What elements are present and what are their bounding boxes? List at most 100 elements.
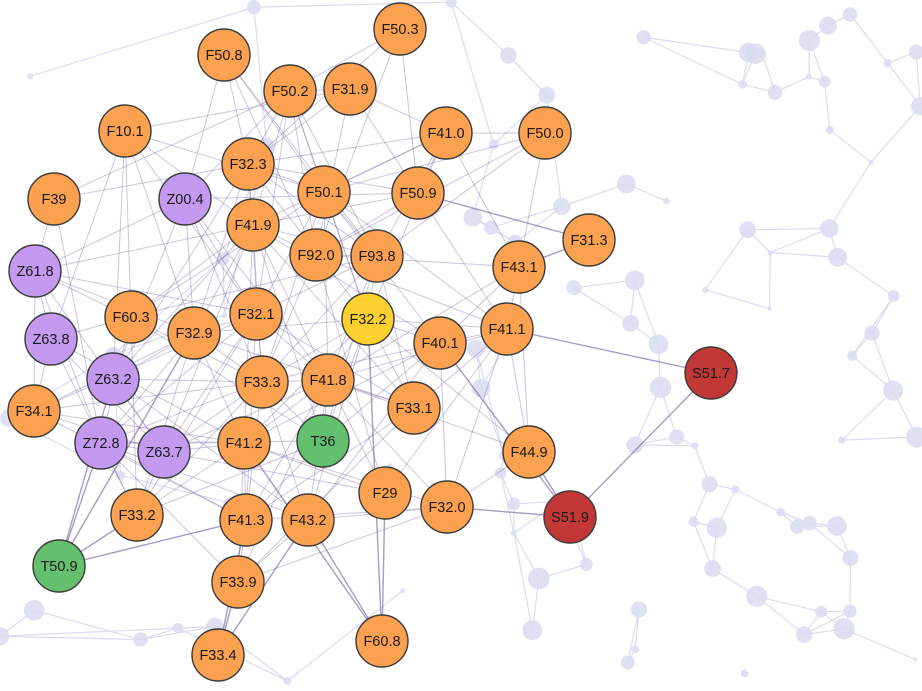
node-circle[interactable]: [197, 28, 251, 82]
edge-line: [50, 338, 245, 444]
node-circle[interactable]: [211, 555, 265, 609]
node-z61-8[interactable]: Z61.8: [8, 244, 62, 298]
node-f34-1[interactable]: F34.1: [7, 384, 61, 438]
node-circle[interactable]: [74, 416, 128, 470]
node-z63-2[interactable]: Z63.2: [86, 352, 140, 406]
node-f41-1[interactable]: F41.1: [480, 302, 534, 356]
node-circle[interactable]: [350, 229, 404, 283]
node-f33-9[interactable]: F33.9: [211, 555, 265, 609]
node-f41-9[interactable]: F41.9: [226, 198, 280, 252]
background-mesh-dot: [283, 677, 292, 685]
node-z00-4[interactable]: Z00.4: [158, 172, 212, 226]
node-f32-9[interactable]: F32.9: [167, 306, 221, 360]
node-circle[interactable]: [289, 228, 343, 282]
background-mesh-dot: [668, 429, 685, 445]
node-circle[interactable]: [562, 213, 616, 267]
node-circle[interactable]: [27, 172, 81, 226]
node-f31-3[interactable]: F31.3: [562, 213, 616, 267]
node-circle[interactable]: [296, 414, 350, 468]
node-circle[interactable]: [492, 240, 546, 294]
node-circle[interactable]: [323, 62, 377, 116]
node-f29[interactable]: F29: [358, 466, 412, 520]
node-f32-2[interactable]: F32.2: [341, 292, 395, 346]
node-t50-9[interactable]: T50.9: [32, 539, 86, 593]
edge-line: [100, 313, 257, 444]
background-mesh-dot: [843, 604, 857, 619]
node-circle[interactable]: [355, 614, 409, 668]
node-circle[interactable]: [420, 480, 474, 534]
node-circle[interactable]: [158, 172, 212, 226]
node-circle[interactable]: [518, 106, 572, 160]
node-circle[interactable]: [217, 416, 271, 470]
node-circle[interactable]: [104, 290, 158, 344]
node-f41-8[interactable]: F41.8: [301, 353, 355, 407]
node-f32-3[interactable]: F32.3: [221, 137, 275, 191]
node-f32-1[interactable]: F32.1: [229, 287, 283, 341]
node-f93-8[interactable]: F93.8: [350, 229, 404, 283]
node-circle[interactable]: [191, 628, 245, 682]
node-circle[interactable]: [373, 2, 427, 56]
node-circle[interactable]: [543, 490, 597, 544]
node-f50-8[interactable]: F50.8: [197, 28, 251, 82]
node-s51-7[interactable]: S51.7: [684, 346, 738, 400]
node-circle[interactable]: [281, 493, 335, 547]
node-f33-2[interactable]: F33.2: [110, 488, 164, 542]
node-f60-8[interactable]: F60.8: [355, 614, 409, 668]
node-circle[interactable]: [235, 355, 289, 409]
node-f31-9[interactable]: F31.9: [323, 62, 377, 116]
node-circle[interactable]: [32, 539, 86, 593]
node-circle[interactable]: [263, 64, 317, 118]
node-f43-2[interactable]: F43.2: [281, 493, 335, 547]
node-f10-1[interactable]: F10.1: [98, 104, 152, 158]
node-f41-0[interactable]: F41.0: [419, 106, 473, 160]
node-z63-8[interactable]: Z63.8: [24, 312, 78, 366]
node-circle[interactable]: [86, 352, 140, 406]
node-circle[interactable]: [7, 384, 61, 438]
node-f39[interactable]: F39: [27, 172, 81, 226]
node-f50-3[interactable]: F50.3: [373, 2, 427, 56]
node-circle[interactable]: [297, 165, 351, 219]
node-f50-0[interactable]: F50.0: [518, 106, 572, 160]
node-s51-9[interactable]: S51.9: [543, 490, 597, 544]
node-f60-3[interactable]: F60.3: [104, 290, 158, 344]
node-f33-1[interactable]: F33.1: [387, 381, 441, 435]
node-circle[interactable]: [341, 292, 395, 346]
node-circle[interactable]: [167, 306, 221, 360]
node-circle[interactable]: [110, 488, 164, 542]
node-circle[interactable]: [8, 244, 62, 298]
edge-line: [506, 132, 546, 330]
node-circle[interactable]: [502, 425, 556, 479]
node-circle[interactable]: [229, 287, 283, 341]
node-circle[interactable]: [219, 493, 273, 547]
node-f33-4[interactable]: F33.4: [191, 628, 245, 682]
node-f50-1[interactable]: F50.1: [297, 165, 351, 219]
node-circle[interactable]: [387, 381, 441, 435]
background-mesh-line: [287, 590, 404, 682]
node-t36[interactable]: T36: [296, 414, 350, 468]
node-label: F39: [42, 192, 67, 208]
node-f41-3[interactable]: F41.3: [219, 493, 273, 547]
node-f41-2[interactable]: F41.2: [217, 416, 271, 470]
node-circle[interactable]: [684, 346, 738, 400]
node-f92-0[interactable]: F92.0: [289, 228, 343, 282]
node-circle[interactable]: [221, 137, 275, 191]
node-f32-0[interactable]: F32.0: [420, 480, 474, 534]
node-f33-3[interactable]: F33.3: [235, 355, 289, 409]
node-circle[interactable]: [137, 425, 191, 479]
node-circle[interactable]: [413, 316, 467, 370]
node-circle[interactable]: [24, 312, 78, 366]
node-z72-8[interactable]: Z72.8: [74, 416, 128, 470]
node-circle[interactable]: [98, 104, 152, 158]
node-f40-1[interactable]: F40.1: [413, 316, 467, 370]
node-z63-7[interactable]: Z63.7: [137, 425, 191, 479]
node-f43-1[interactable]: F43.1: [492, 240, 546, 294]
node-circle[interactable]: [301, 353, 355, 407]
node-circle[interactable]: [226, 198, 280, 252]
node-f50-2[interactable]: F50.2: [263, 64, 317, 118]
node-circle[interactable]: [358, 466, 412, 520]
node-circle[interactable]: [419, 106, 473, 160]
node-f44-9[interactable]: F44.9: [502, 425, 556, 479]
node-circle[interactable]: [480, 302, 534, 356]
node-f50-9[interactable]: F50.9: [391, 166, 445, 220]
node-circle[interactable]: [391, 166, 445, 220]
